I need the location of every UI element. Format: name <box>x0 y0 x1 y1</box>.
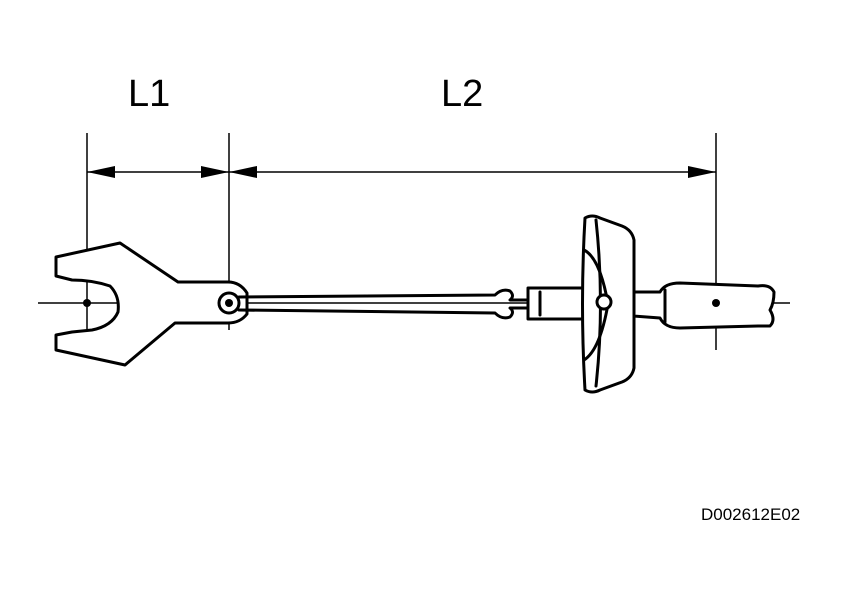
gauge-pivot <box>595 293 613 311</box>
gauge-housing <box>526 286 585 321</box>
center-point-socket <box>83 299 91 307</box>
wrench-shaft <box>237 288 530 320</box>
dimension-label-l2: L2 <box>441 73 483 115</box>
center-point-handle <box>712 299 720 307</box>
center-point-pivot <box>225 299 233 307</box>
figure-code: D002612E02 <box>701 505 800 524</box>
wrench-handle <box>632 281 776 330</box>
wrench-adapter <box>54 241 249 367</box>
dimension-label-l1: L1 <box>128 73 170 115</box>
